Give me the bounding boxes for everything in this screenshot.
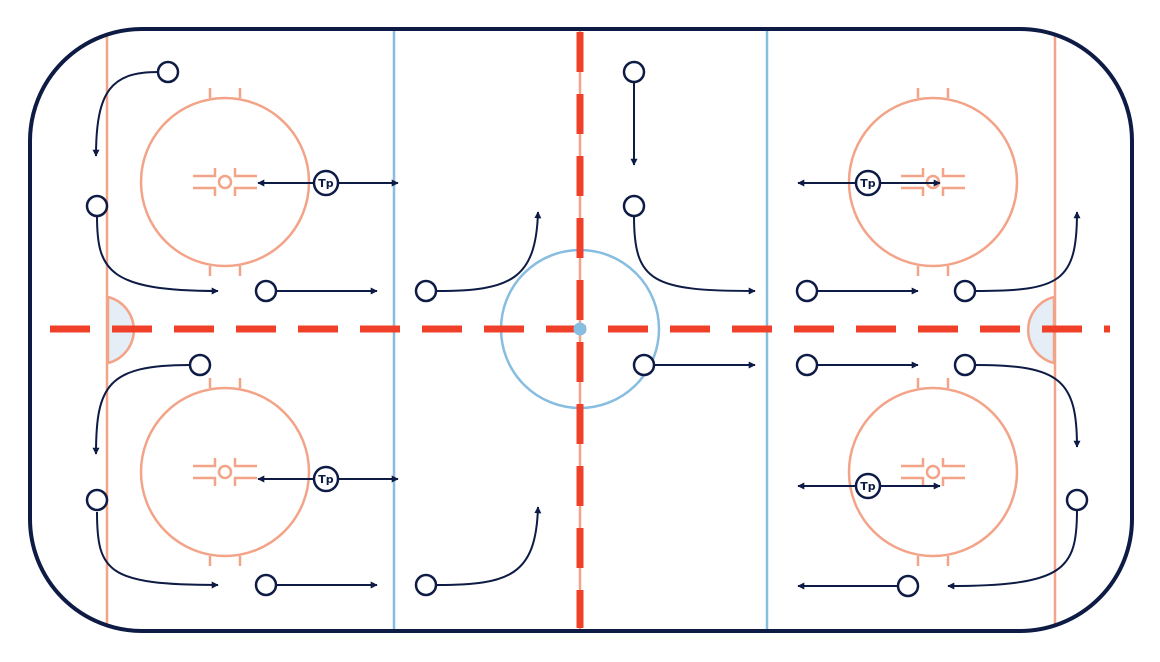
trainer-marker-bottom-right: Tp [854, 472, 882, 500]
player-icon [622, 60, 646, 84]
player-icon [1065, 488, 1089, 512]
arrow-path [96, 511, 219, 589]
rink-boards [28, 27, 1134, 633]
player-icon [254, 279, 278, 303]
trainer-label: Tp [318, 177, 334, 190]
arrow-path [975, 364, 1081, 448]
players [85, 60, 1089, 598]
player-icon [254, 573, 278, 597]
arrow-path [633, 215, 756, 295]
arrow-path [436, 506, 542, 586]
player-icon [795, 279, 819, 303]
player-icon [953, 279, 977, 303]
arrow-path [436, 211, 542, 292]
arrow-path [92, 364, 191, 455]
faceoff-circle-bottom-left [139, 378, 311, 566]
player-icon [414, 573, 438, 597]
trainer-marker-top-right: Tp [854, 169, 882, 197]
player-icon [85, 488, 109, 512]
arrow-path [947, 509, 1078, 590]
trainer-marker-top-left: Tp [312, 169, 340, 197]
player-icon [85, 194, 109, 218]
player-icon [795, 353, 819, 377]
goal-crease-right [1027, 295, 1056, 365]
trainer-label: Tp [860, 177, 876, 190]
player-icon [953, 353, 977, 377]
arrow-path [96, 215, 219, 295]
faceoff-circle-bottom-right [847, 378, 1019, 566]
movement-paths [92, 71, 1081, 590]
player-icon [632, 353, 656, 377]
center-faceoff-dot [573, 322, 587, 336]
player-icon [414, 279, 438, 303]
arrow-path [975, 211, 1081, 292]
player-icon [896, 574, 920, 598]
trainer-label: Tp [860, 480, 876, 493]
player-icon [156, 60, 180, 84]
arrow-path [92, 71, 159, 157]
player-icon [188, 353, 212, 377]
trainer-marker-bottom-left: Tp [312, 465, 340, 493]
trainer-label: Tp [318, 473, 334, 486]
player-icon [622, 194, 646, 218]
